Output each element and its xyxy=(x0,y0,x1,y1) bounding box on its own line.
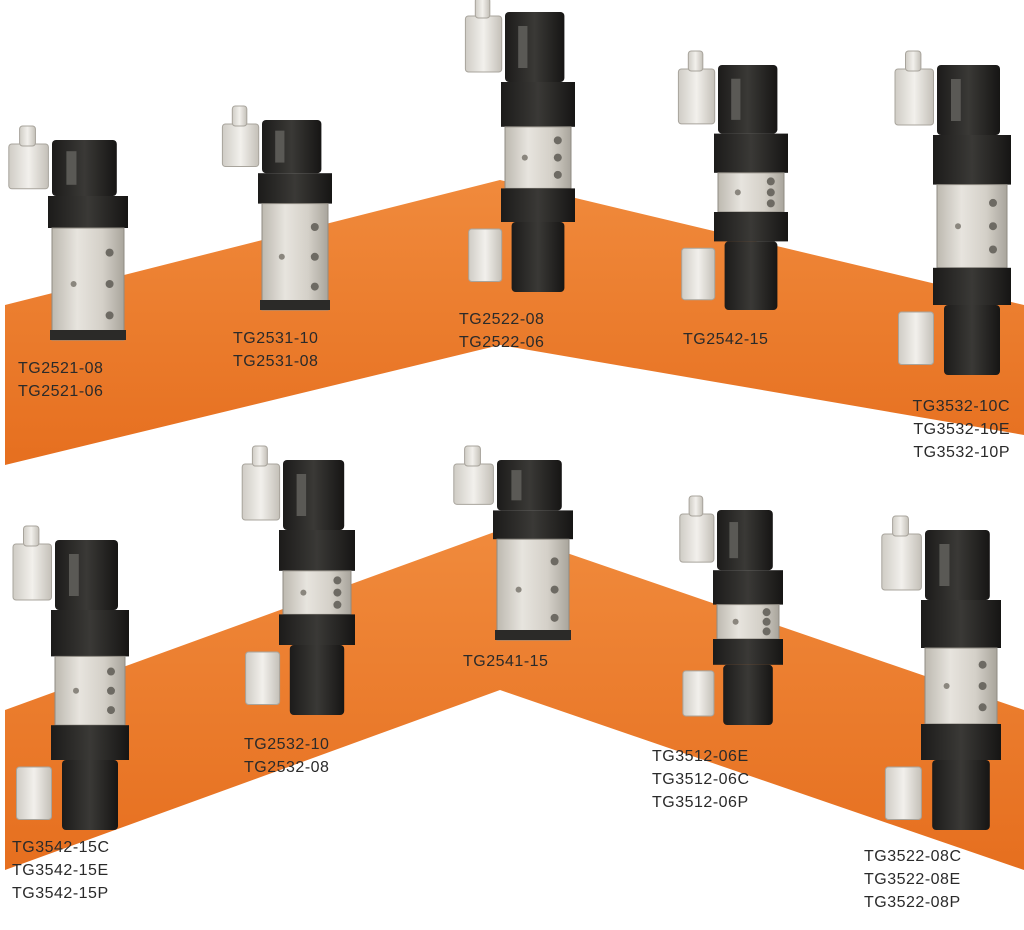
model-label: TG3522-08C xyxy=(864,848,962,865)
label-group-v5: TG3532-10C TG3532-10E TG3532-10P xyxy=(880,395,1010,464)
label-group-v8: TG2541-15 xyxy=(463,650,548,673)
model-label: TG2532-10 xyxy=(244,736,330,753)
model-label: TG3532-10P xyxy=(913,444,1010,461)
model-label: TG3532-10E xyxy=(913,421,1010,438)
solenoid-valve-icon xyxy=(12,525,129,830)
label-group-v6: TG3542-15C TG3542-15E TG3542-15P xyxy=(12,836,110,905)
model-label: TG3542-15C xyxy=(12,839,110,856)
model-label: TG2521-08 xyxy=(18,360,104,377)
model-label: TG2532-08 xyxy=(244,759,330,776)
model-label: TG2521-06 xyxy=(18,383,104,400)
model-label: TG3522-08E xyxy=(864,871,961,888)
model-label: TG2531-10 xyxy=(233,330,319,347)
valve-group xyxy=(8,0,1011,830)
model-label: TG2531-08 xyxy=(233,353,319,370)
solenoid-valve-icon xyxy=(464,0,575,292)
solenoid-valve-icon xyxy=(894,50,1011,375)
label-group-v7: TG2532-10 TG2532-08 xyxy=(244,733,329,779)
solenoid-valve-icon xyxy=(8,125,128,341)
model-label: TG3542-15E xyxy=(12,862,109,879)
label-group-v9: TG3512-06E TG3512-06C TG3512-06P xyxy=(652,745,750,814)
solenoid-valve-icon xyxy=(881,515,1001,830)
label-group-v10: TG3522-08C TG3522-08E TG3522-08P xyxy=(864,845,962,914)
model-label: TG2522-08 xyxy=(459,311,545,328)
model-label: TG3532-10C xyxy=(912,398,1010,415)
model-label: TG3522-08P xyxy=(864,894,961,911)
model-label: TG3542-15P xyxy=(12,885,109,902)
model-label: TG2542-15 xyxy=(683,331,769,348)
model-label: TG2522-06 xyxy=(459,334,545,351)
label-group-v4: TG2542-15 xyxy=(683,328,768,351)
label-group-v2: TG2531-10 TG2531-08 xyxy=(233,327,318,373)
model-label: TG2541-15 xyxy=(463,653,549,670)
solenoid-valve-icon xyxy=(677,50,788,310)
solenoid-valve-icon xyxy=(453,445,573,641)
label-group-v1: TG2521-08 TG2521-06 xyxy=(18,357,103,403)
solenoid-valve-icon xyxy=(679,495,783,725)
solenoid-valve-icon xyxy=(221,105,332,311)
label-group-v3: TG2522-08 TG2522-06 xyxy=(459,308,544,354)
solenoid-valve-icon xyxy=(241,445,355,715)
model-label: TG3512-06C xyxy=(652,771,750,788)
model-label: TG3512-06P xyxy=(652,794,749,811)
model-label: TG3512-06E xyxy=(652,748,749,765)
